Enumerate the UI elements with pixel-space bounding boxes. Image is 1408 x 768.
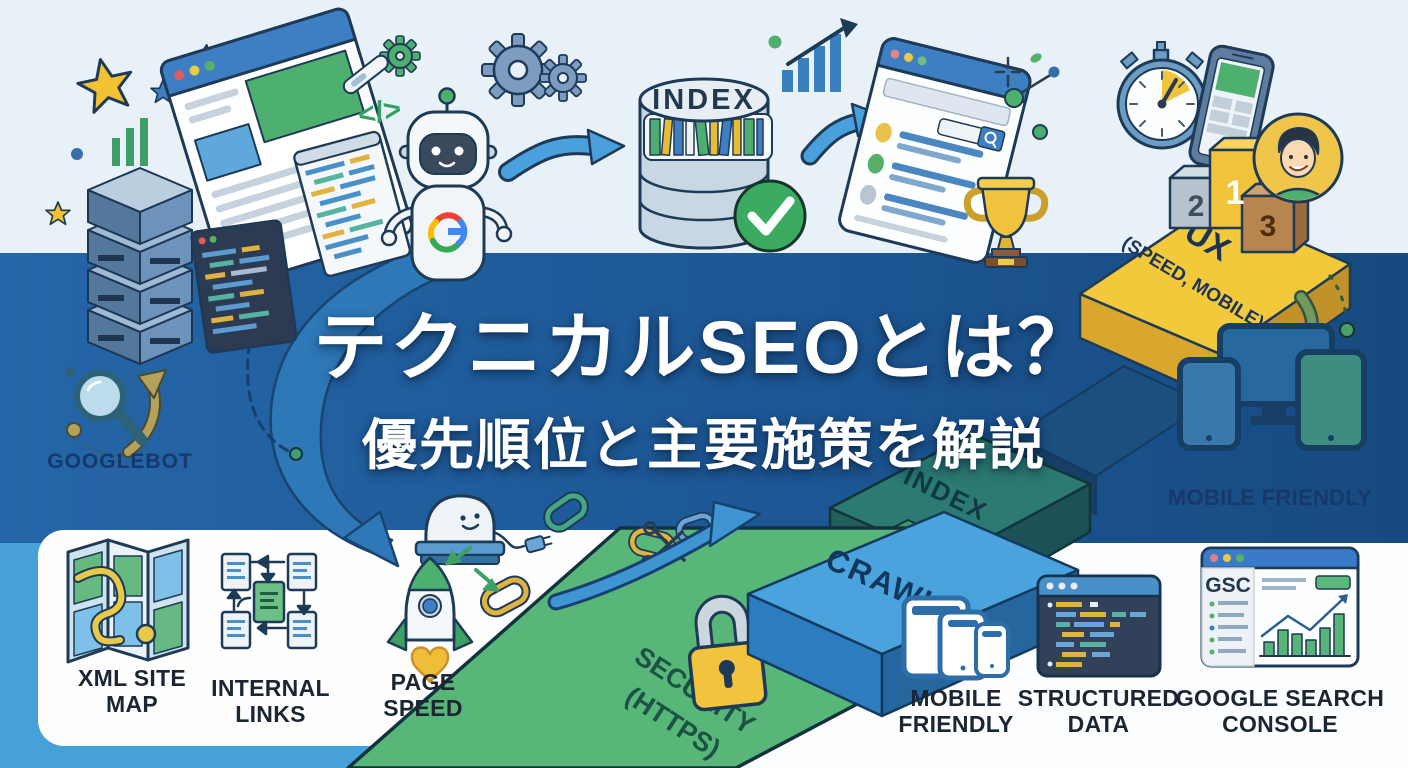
gear-icon xyxy=(481,33,555,107)
caption-google-search-console: GOOGLE SEARCH CONSOLE xyxy=(1175,685,1385,737)
code-symbol-icon: </> xyxy=(355,93,403,133)
ux-drop-path xyxy=(1328,274,1355,338)
caption-page-speed: PAGE SPEED xyxy=(383,669,463,721)
padlock-icon xyxy=(687,594,768,712)
gear-green-icon xyxy=(379,35,421,77)
caption-xml-sitemap: XML SITE MAP xyxy=(77,665,187,717)
gsc-sidebar-title: GSC xyxy=(1205,574,1251,597)
rocket-icon xyxy=(386,556,474,684)
structured-data-window xyxy=(1036,574,1162,678)
subtitle: 優先順位と主要施策を解説 xyxy=(361,414,1046,476)
serp-window xyxy=(838,37,1032,264)
growth-chart-icon xyxy=(768,18,858,92)
caption-googlebot: GOOGLEBOT xyxy=(47,450,193,473)
crawler-robot xyxy=(414,494,553,565)
podium-rank-3: 3 xyxy=(1260,210,1277,243)
responsive-devices-icon xyxy=(1177,323,1367,451)
arrow-to-index xyxy=(498,128,626,182)
gsc-window: GSC xyxy=(1200,546,1360,668)
magnifier-icon xyxy=(65,367,167,458)
check-icon xyxy=(733,179,807,253)
google-g-logo xyxy=(427,212,468,253)
podium-rank-1: 1 xyxy=(1226,174,1245,212)
chain-link-icon xyxy=(444,491,589,618)
podium-rank-2: 2 xyxy=(1188,190,1205,223)
map-icon xyxy=(66,538,190,664)
stopwatch-icon xyxy=(1116,41,1208,150)
googlebot-robot xyxy=(380,87,513,282)
paper-streak-icon xyxy=(342,54,389,95)
molecule-icon xyxy=(1004,53,1060,140)
user-avatar xyxy=(1252,112,1344,204)
main-title: テクニカルSEOとは？ xyxy=(313,306,1095,389)
sparkle-icon xyxy=(994,56,1022,88)
trophy-icon xyxy=(963,176,1049,268)
caption-mobile-friendly-bottom: MOBILE FRIENDLY xyxy=(898,685,1014,737)
gear-small-icon xyxy=(539,54,587,102)
caption-internal-links: INTERNAL LINKS xyxy=(211,675,330,727)
stars-decoration xyxy=(45,41,227,226)
code-editor-dark xyxy=(190,219,298,354)
index-database-label: INDEX xyxy=(652,84,756,116)
server-stack xyxy=(87,167,193,365)
linked-docs-icon xyxy=(220,552,318,650)
growth-bars-icon xyxy=(112,118,148,166)
caption-mobile-friendly-right: MOBILE FRIENDLY xyxy=(1167,485,1373,510)
caption-structured-data: STRUCTURED DATA xyxy=(1017,685,1180,737)
devices-icon xyxy=(901,595,1010,681)
arrow-to-ramp xyxy=(547,500,762,611)
